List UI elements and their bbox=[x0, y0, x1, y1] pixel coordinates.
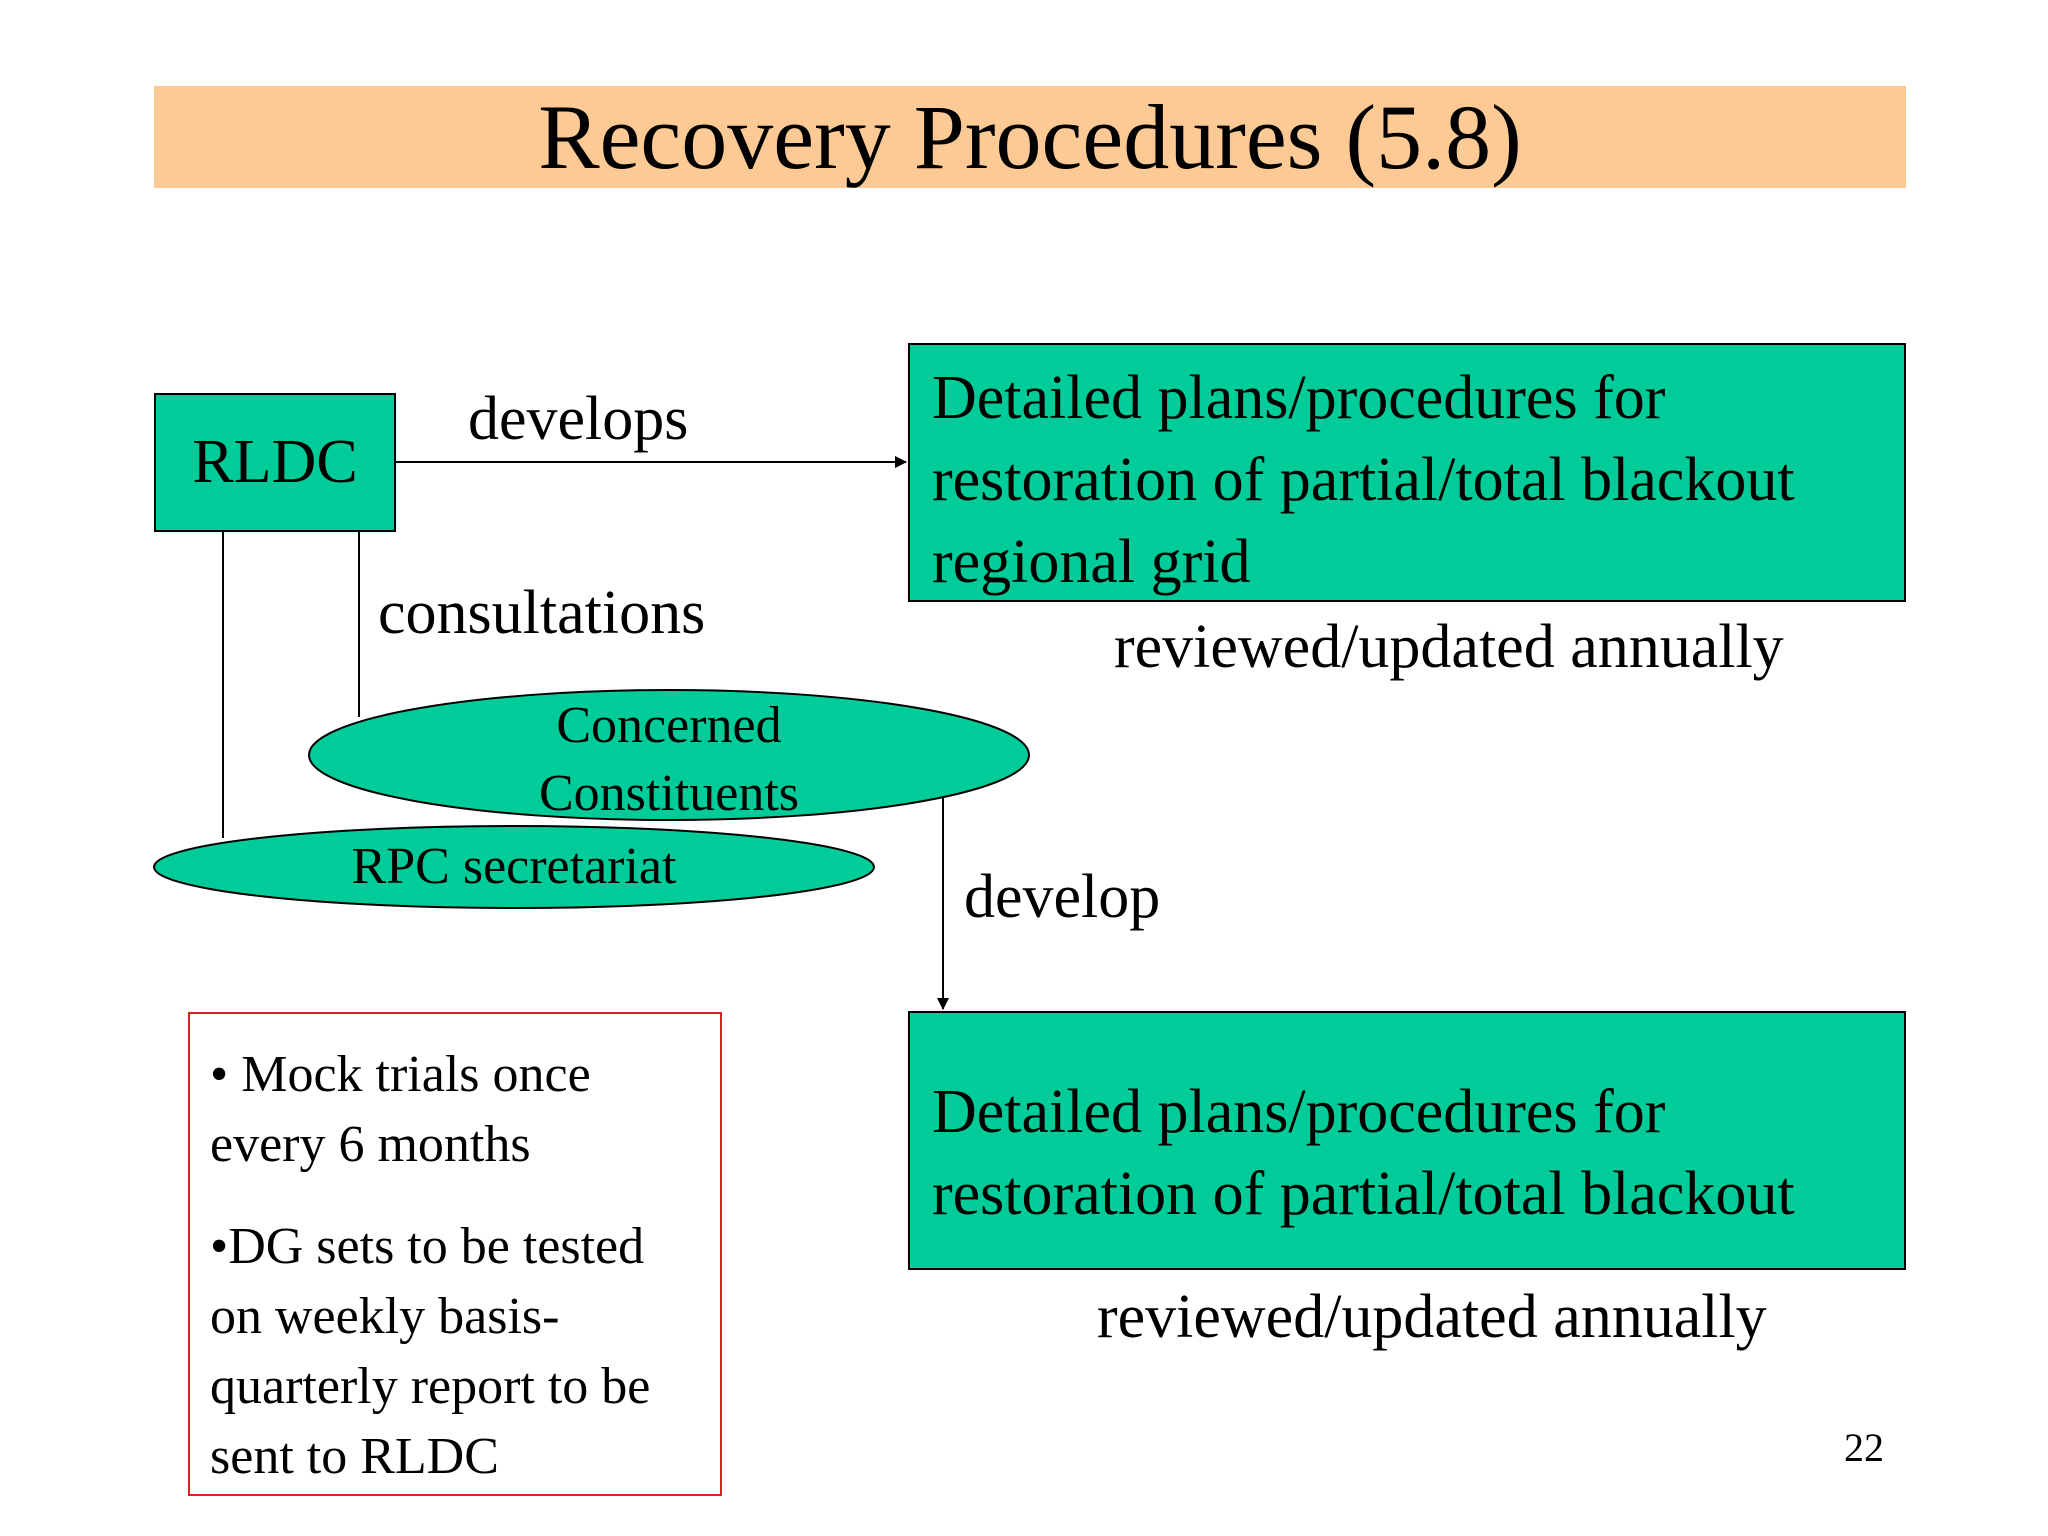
slide-title: Recovery Procedures (5.8) bbox=[538, 86, 1522, 188]
develop-label: develop bbox=[964, 863, 1161, 931]
note-1-line-1: • Mock trials once bbox=[210, 1046, 591, 1103]
plan-box-restoration: Detailed plans/procedures for restoratio… bbox=[908, 1011, 1906, 1270]
concerned-line1: Concerned bbox=[556, 697, 782, 754]
note-2-line-1: •DG sets to be tested bbox=[210, 1218, 645, 1275]
plan-bottom-line2: restoration of partial/total blackout bbox=[932, 1160, 1795, 1228]
note-2-line-2: on weekly basis- bbox=[210, 1288, 560, 1345]
plan-box-regional: Detailed plans/procedures for restoratio… bbox=[908, 343, 1906, 602]
plan-bottom-caption: reviewed/updated annually bbox=[1097, 1283, 1767, 1351]
note-2-line-3: quarterly report to be bbox=[210, 1358, 651, 1415]
title-bar: Recovery Procedures (5.8) bbox=[154, 86, 1906, 188]
rldc-node: RLDC bbox=[154, 393, 396, 532]
note-mock-trials: • Mock trials once every 6 months bbox=[210, 1040, 702, 1180]
plan-top-line2: restoration of partial/total blackout bbox=[932, 446, 1795, 514]
consultations-label: consultations bbox=[378, 579, 706, 647]
plan-bottom-line1: Detailed plans/procedures for bbox=[932, 1078, 1666, 1146]
rpc-secretariat-label: RPC secretariat bbox=[351, 838, 677, 895]
concerned-constituents-label: Concerned Constituents bbox=[479, 692, 859, 828]
concerned-constituents-ellipse bbox=[308, 689, 1030, 821]
plan-top-line3: regional grid bbox=[932, 528, 1251, 596]
plan-top-line1: Detailed plans/procedures for bbox=[932, 364, 1666, 432]
note-2-line-4: sent to RLDC bbox=[210, 1428, 499, 1485]
note-dg-sets: •DG sets to be tested on weekly basis- q… bbox=[210, 1212, 702, 1492]
notes-box: • Mock trials once every 6 months •DG se… bbox=[188, 1012, 722, 1496]
rpc-secretariat-ellipse bbox=[153, 825, 875, 909]
note-1-line-2: every 6 months bbox=[210, 1116, 531, 1173]
page-number: 22 bbox=[1844, 1425, 1884, 1470]
plan-top-caption: reviewed/updated annually bbox=[1114, 613, 1784, 681]
concerned-line2: Constituents bbox=[538, 765, 800, 822]
rldc-label: RLDC bbox=[192, 428, 358, 496]
develops-label: develops bbox=[468, 385, 689, 453]
